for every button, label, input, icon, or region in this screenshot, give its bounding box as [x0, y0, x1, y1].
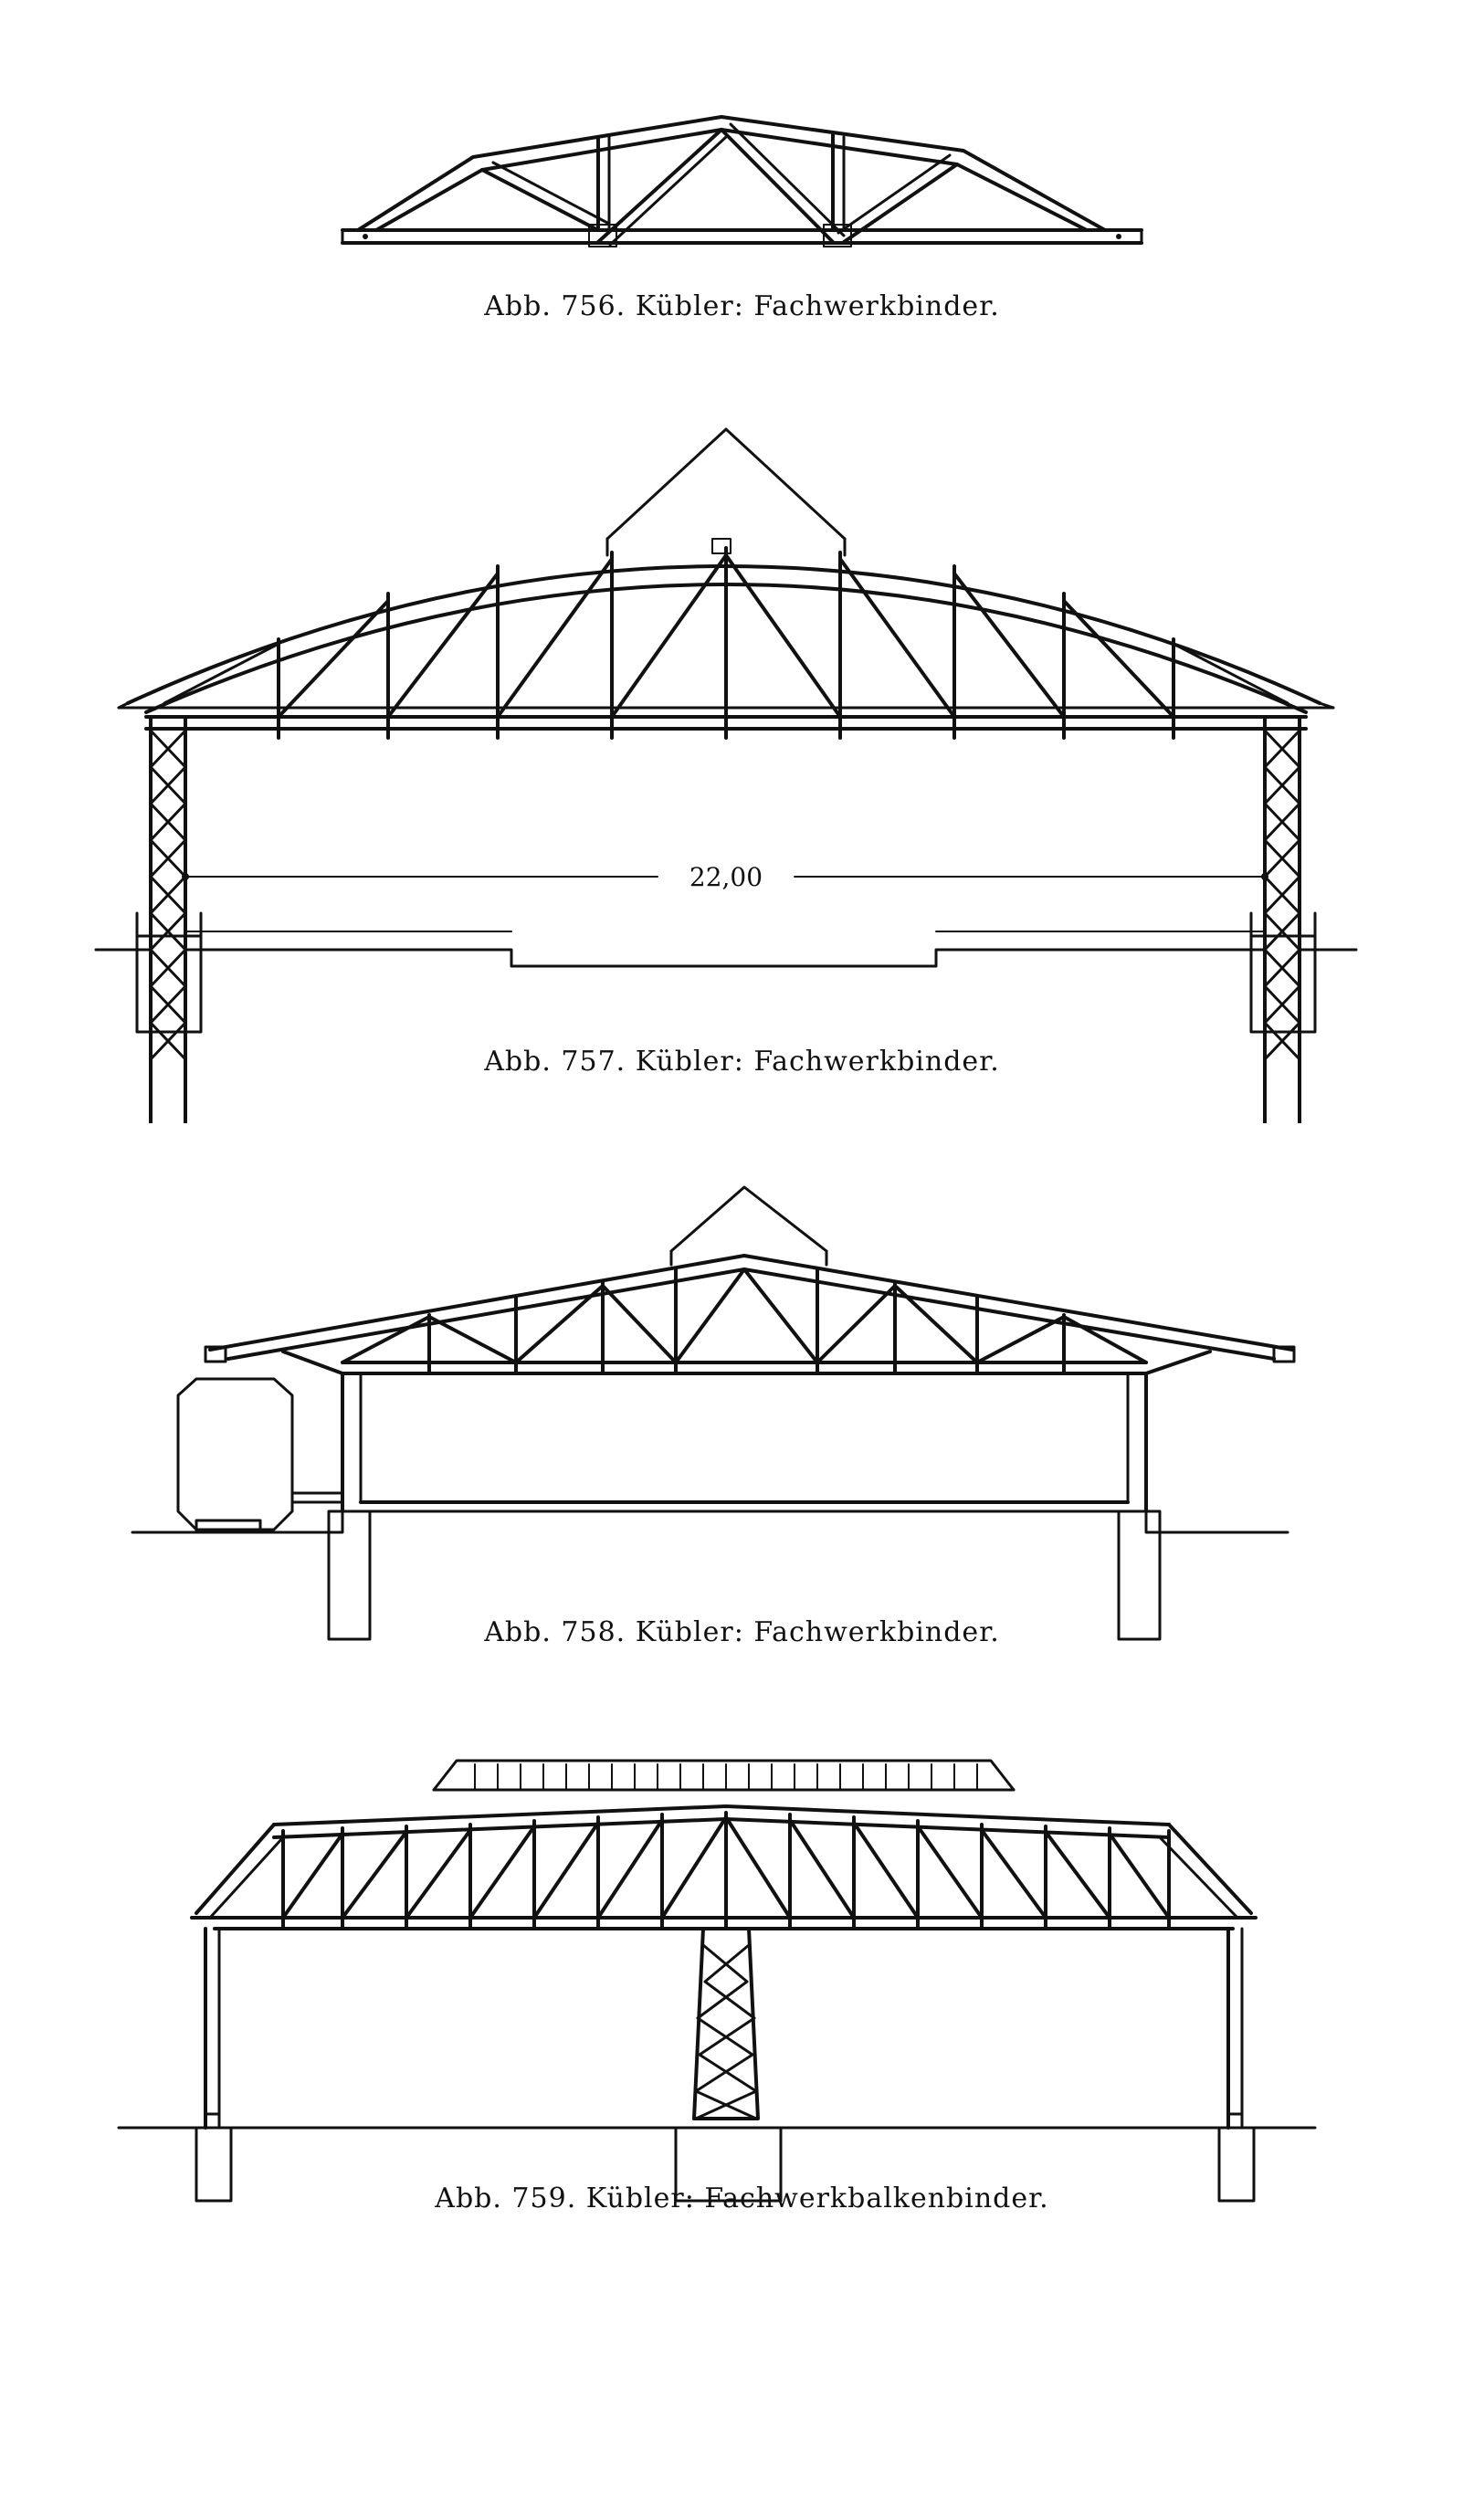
truss-drawing-758 [131, 1185, 1296, 1641]
figure-759: Abb. 759. Kübler: Fachwerkbalkenbinder. [0, 1726, 1484, 2237]
truss-drawing-756 [341, 115, 1143, 247]
truss-drawing-759 [117, 1759, 1317, 2203]
figure-758: Abb. 758. Kübler: Fachwerkbinder. [0, 1151, 1484, 1671]
figure-caption-758: Abb. 758. Kübler: Fachwerkbinder. [484, 1616, 1000, 1648]
dimension-label: 22,00 [689, 862, 763, 892]
figure-caption-757: Abb. 757. Kübler: Fachwerkbinder. [484, 1046, 1000, 1078]
figure-caption-759: Abb. 759. Kübler: Fachwerkbalkenbinder. [435, 2183, 1049, 2214]
truss-drawing-757: 22,00 [94, 427, 1358, 1123]
figure-757: 22,00 Abb. 757. Kübler: Fachwerkbinder. [0, 393, 1484, 1123]
figure-caption-756: Abb. 756. Kübler: Fachwerkbinder. [484, 290, 1000, 322]
figure-756: Abb. 756. Kübler: Fachwerkbinder. [0, 0, 1484, 347]
